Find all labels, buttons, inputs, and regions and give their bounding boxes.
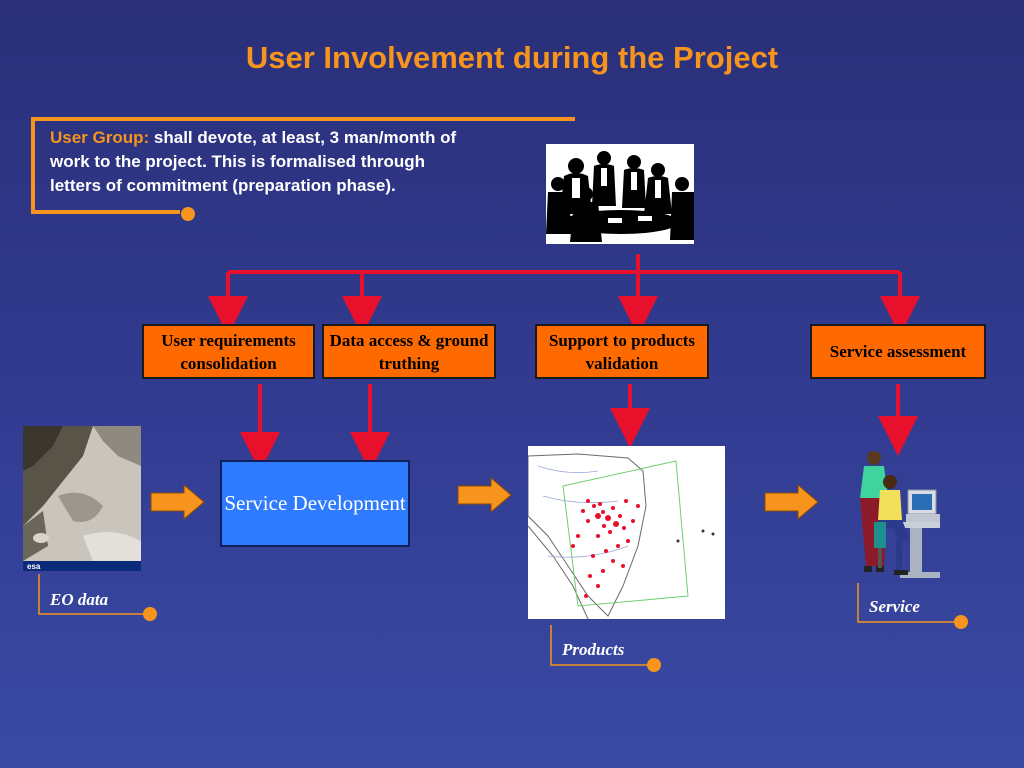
products-map [528, 446, 725, 619]
meeting-people-icon [546, 144, 694, 244]
satellite-image: esa [23, 426, 141, 571]
office-workers-computer-icon [860, 451, 940, 578]
arrow-right-icon [457, 477, 512, 513]
esa-logo: esa [27, 562, 41, 571]
support-validation-box: Support to products validation [535, 324, 709, 379]
arrow-right-icon [764, 484, 819, 520]
service-assessment-box: Service assessment [810, 324, 986, 379]
arrow-right-icon [150, 484, 205, 520]
products-caption: Products [562, 640, 625, 659]
user-group-text: User Group: shall devote, at least, 3 ma… [50, 126, 470, 198]
eo-data-caption: EO data [50, 590, 109, 609]
page-title: User Involvement during the Project [245, 40, 779, 75]
user-group-description: shall devote, at least, 3 man/month of w… [50, 128, 457, 195]
user-group-label: User Group: [50, 128, 150, 147]
user-requirements-box: User requirements consolidation [142, 324, 315, 379]
service-caption: Service [869, 597, 920, 616]
product-points [571, 499, 640, 598]
data-access-box: Data access & ground truthing [322, 324, 496, 379]
service-development-box: Service Development [220, 460, 410, 547]
